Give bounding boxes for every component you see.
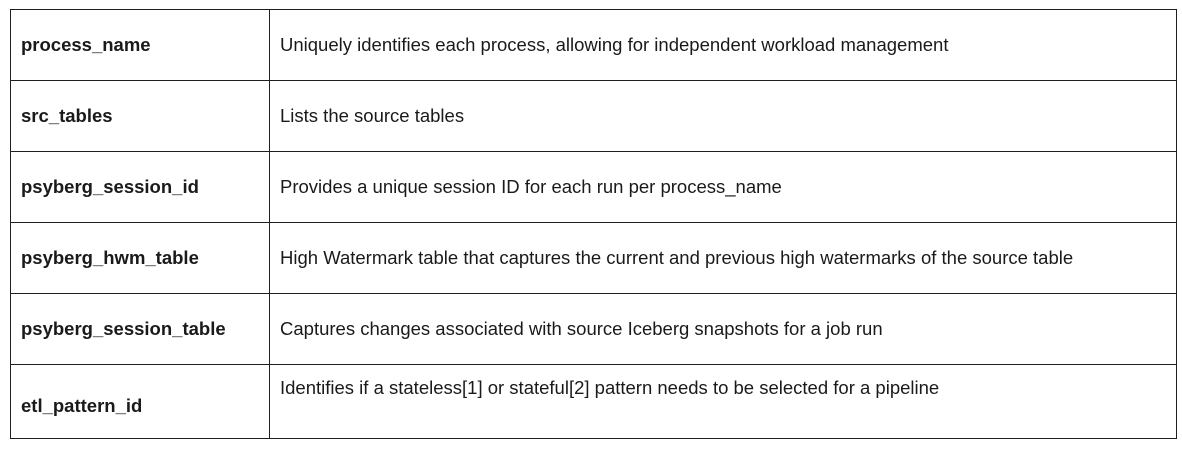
field-description-cell: Captures changes associated with source … [269,293,1177,365]
table-row: psyberg_session_id Provides a unique ses… [10,151,1177,223]
table-row: psyberg_session_table Captures changes a… [10,293,1177,365]
field-name-cell: src_tables [10,80,270,152]
field-name-cell: psyberg_session_table [10,293,270,365]
table-row: psyberg_hwm_table High Watermark table t… [10,222,1177,294]
field-description-cell: High Watermark table that captures the c… [269,222,1177,294]
field-description-cell: Uniquely identifies each process, allowi… [269,9,1177,81]
field-name-cell: etl_pattern_id [10,364,270,439]
field-name-cell: psyberg_hwm_table [10,222,270,294]
field-description-cell: Lists the source tables [269,80,1177,152]
table-row: process_name Uniquely identifies each pr… [10,9,1177,81]
field-name-cell: psyberg_session_id [10,151,270,223]
field-description-cell: Identifies if a stateless[1] or stateful… [269,364,1177,439]
field-description-cell: Provides a unique session ID for each ru… [269,151,1177,223]
field-definitions-table: process_name Uniquely identifies each pr… [10,9,1177,439]
table-row: src_tables Lists the source tables [10,80,1177,152]
field-name-cell: process_name [10,9,270,81]
table-row: etl_pattern_id Identifies if a stateless… [10,364,1177,439]
